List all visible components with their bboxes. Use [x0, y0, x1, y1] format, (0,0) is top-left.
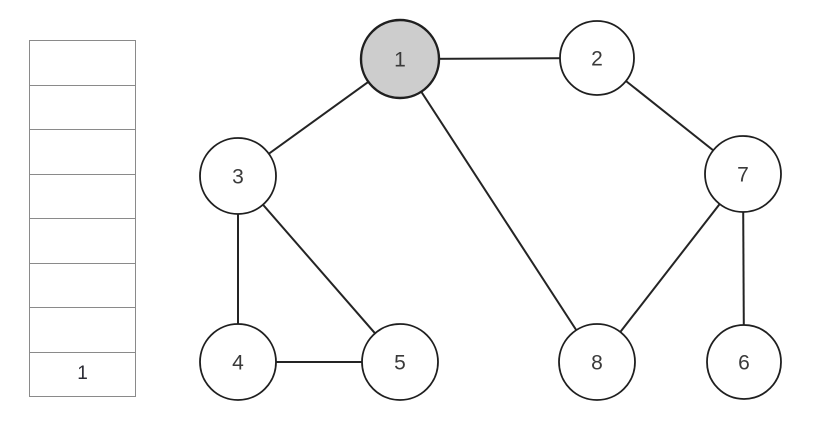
graph-node-2	[559, 20, 635, 96]
stack-cell-1	[30, 41, 135, 86]
stack-cell-5	[30, 219, 135, 264]
graph-node-1-highlighted	[359, 18, 441, 100]
graph-edge-1-8	[399, 58, 598, 363]
graph-node-8	[558, 323, 636, 401]
graph-edge-7-8	[596, 173, 744, 363]
graph-node-label-4: 4	[232, 352, 244, 375]
graph-node-label-8: 8	[591, 352, 603, 375]
stack-cell-6	[30, 264, 135, 308]
graph-node-6	[706, 324, 782, 400]
stack-cell-7	[30, 308, 135, 353]
stack-cell-4	[30, 175, 135, 219]
stack-cell-2	[30, 86, 135, 130]
graph-node-label-6: 6	[738, 352, 750, 375]
graph-node-4	[199, 323, 277, 401]
graph-node-label-7: 7	[737, 164, 749, 187]
stack: 1	[29, 40, 136, 397]
graph-node-label-2: 2	[591, 48, 603, 71]
graph-node-label-3: 3	[232, 166, 244, 189]
graph-node-5	[361, 323, 439, 401]
graph-node-label-5: 5	[394, 352, 406, 375]
graph-node-label-1: 1	[394, 49, 406, 72]
stack-cell-8: 1	[30, 353, 135, 397]
graph-node-7	[704, 135, 782, 213]
stack-cell-3	[30, 130, 135, 175]
graph-edge-3-5	[237, 175, 401, 363]
graph-node-3	[199, 137, 277, 215]
